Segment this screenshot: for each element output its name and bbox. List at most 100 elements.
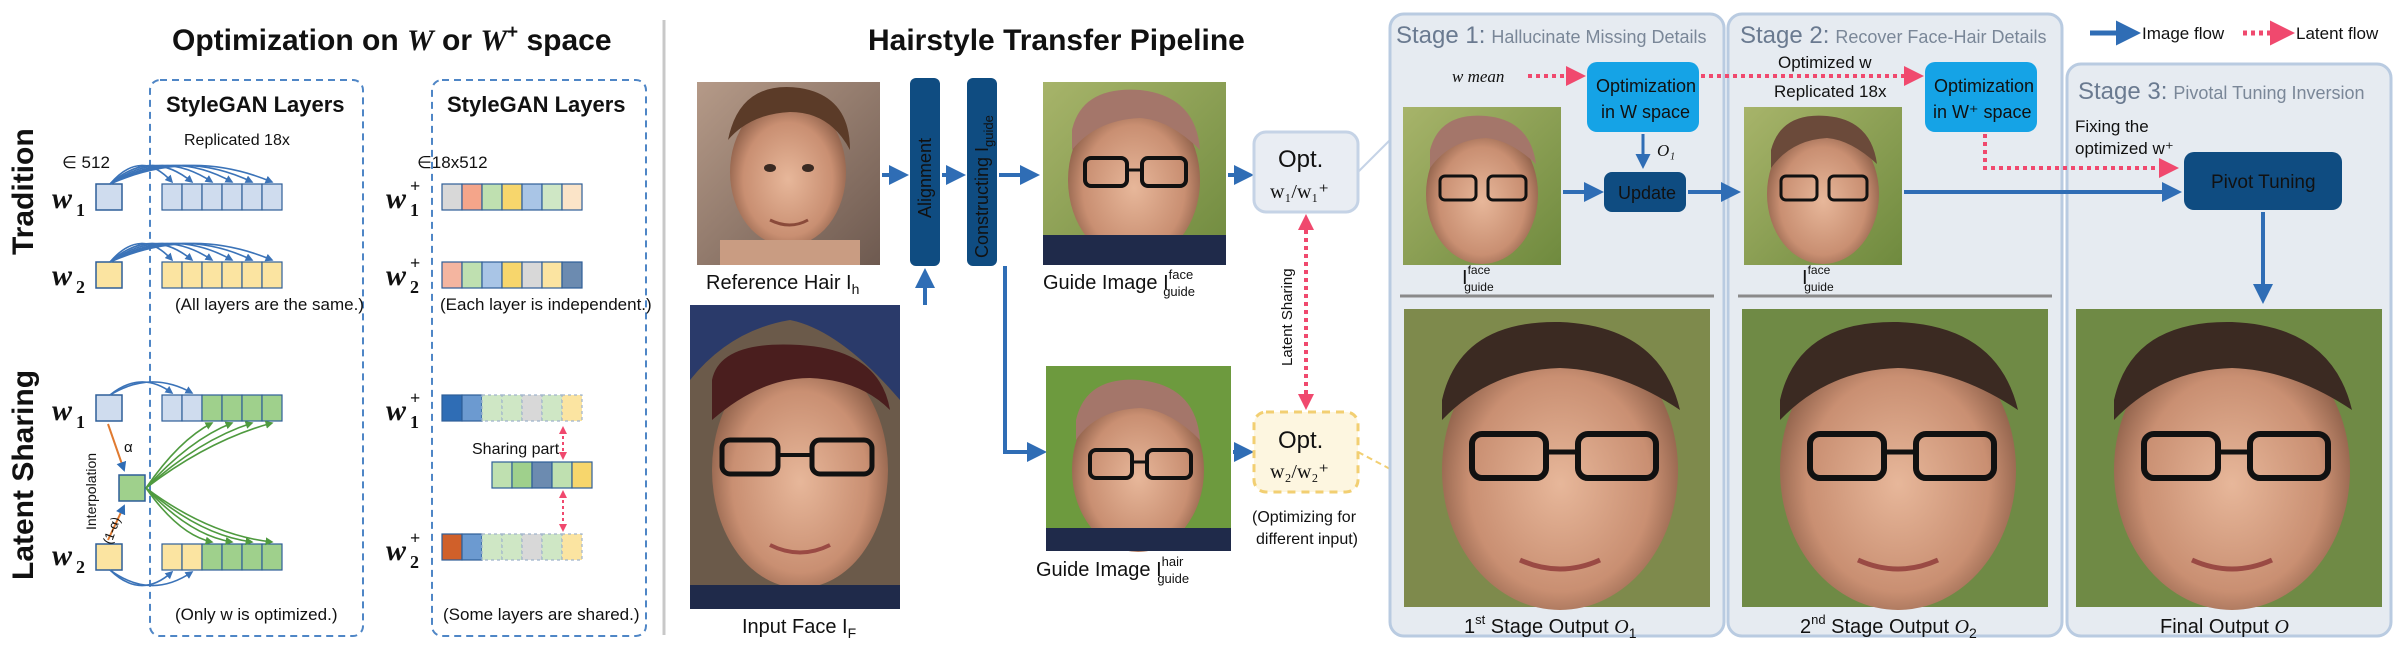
optimized-w-label: Optimized w xyxy=(1778,53,1872,72)
layer-cell xyxy=(241,394,263,422)
layer-cell xyxy=(551,461,573,489)
w1-latent-vector xyxy=(95,394,123,422)
svg-text:w: w xyxy=(386,534,407,567)
layer-cell xyxy=(221,261,243,289)
layer-cell xyxy=(201,543,223,571)
stage1-guide-image xyxy=(1403,107,1561,265)
layer-cell xyxy=(501,261,523,289)
w2-latent-label: w 2 xyxy=(52,539,85,577)
opt-in-w-box xyxy=(1587,62,1699,132)
caption-some-shared: (Some layers are shared.) xyxy=(443,605,640,624)
latent-wplus-layer-rows xyxy=(441,394,593,561)
svg-text:+: + xyxy=(410,176,420,196)
alignment-block xyxy=(910,78,940,266)
one-minus-alpha-label: (1-α) xyxy=(100,515,124,546)
reference-hair-label: Reference Hair Ih xyxy=(706,272,859,297)
constructing-label: Constructing Iguide xyxy=(972,115,996,258)
layer-cell xyxy=(511,461,533,489)
layer-cell xyxy=(261,261,283,289)
alpha-label: α xyxy=(124,439,133,456)
pivot-tuning-box xyxy=(2184,152,2342,210)
layer-cell xyxy=(561,183,583,211)
layer-cell xyxy=(261,183,283,211)
svg-text:+: + xyxy=(410,253,420,273)
layer-cell xyxy=(481,533,503,561)
update-label: Update xyxy=(1618,183,1676,203)
opt-in-w-line1: Optimization xyxy=(1596,76,1696,96)
layer-cell xyxy=(221,394,243,422)
layer-cell xyxy=(221,183,243,211)
dim-512: ∈ 512 xyxy=(62,153,110,172)
layer-cell xyxy=(541,183,563,211)
w2-tradition-label: w 2 xyxy=(52,259,85,297)
layer-cell xyxy=(241,543,263,571)
replication-arrow xyxy=(109,164,274,185)
w2plus-layer-row xyxy=(441,261,583,289)
w1-arrow xyxy=(109,381,194,396)
o1-label: O₁ xyxy=(1657,141,1675,160)
reference-hair-image xyxy=(697,82,880,265)
layer-cell xyxy=(541,394,563,422)
svg-text:w: w xyxy=(386,394,407,427)
layer-cell xyxy=(501,183,523,211)
latent-arrows xyxy=(109,381,274,587)
w2-arrow xyxy=(109,569,194,587)
layer-cell xyxy=(461,261,483,289)
input-face-image xyxy=(690,305,900,609)
guide-image-face xyxy=(1043,82,1226,265)
replication-arrow xyxy=(109,242,174,263)
arrow-construct-to-guide-hair xyxy=(1003,266,1047,462)
arrow-wplus-to-pivot xyxy=(1983,134,2179,178)
w-mean-label: w mean xyxy=(1452,67,1504,86)
layer-cell xyxy=(571,461,593,489)
opt-in-wplus-box xyxy=(1925,62,2037,132)
alpha-arrow xyxy=(107,423,127,472)
stage1-output-label: 1st Stage Output O1 xyxy=(1464,612,1637,641)
caption-only-w: (Only w is optimized.) xyxy=(175,605,337,624)
layer-cell xyxy=(481,261,503,289)
input-face-label: Input Face IF xyxy=(742,616,856,641)
opt-note-line1: (Optimizing for xyxy=(1252,509,1357,526)
svg-text:w: w xyxy=(52,182,73,215)
stage2-title: Stage 2:Recover Face-Hair Details xyxy=(1740,22,2046,49)
stylegan-frame-w xyxy=(149,79,364,637)
interpolated-vector xyxy=(118,474,146,502)
svg-text:2: 2 xyxy=(76,277,85,297)
shared-up-arrow xyxy=(145,421,254,489)
tradition-wplus-layer-rows xyxy=(441,183,583,289)
alignment-label: Alignment xyxy=(915,138,935,218)
svg-text:+: + xyxy=(410,528,420,548)
layer-cell xyxy=(441,261,463,289)
opt-note-line2: different input) xyxy=(1256,531,1358,548)
w1-tradition-label: w 1 xyxy=(52,182,85,220)
replication-arrows xyxy=(109,164,274,263)
layer-cell xyxy=(481,183,503,211)
opt1-sub: w₁/w₁⁺ xyxy=(1270,181,1329,203)
svg-text:2: 2 xyxy=(76,557,85,577)
w1plus-latent-label: w 1 + xyxy=(386,388,420,432)
dim-18x512: ∈18x512 xyxy=(417,153,488,172)
shared-layer-row xyxy=(491,461,593,489)
replication-arrow xyxy=(109,242,274,263)
constructing-block xyxy=(967,78,997,266)
one-minus-alpha-arrow xyxy=(107,504,126,541)
w1plus-label: w 1 + xyxy=(386,176,420,220)
svg-text:1: 1 xyxy=(410,200,419,220)
fixing-line1: Fixing the xyxy=(2075,117,2149,136)
stylegan-label-wplus: StyleGAN Layers xyxy=(447,92,626,117)
stage2-guide-image xyxy=(1744,107,1902,265)
layer-cell xyxy=(261,394,283,422)
svg-text:1: 1 xyxy=(410,412,419,432)
left-panel: Optimization on W or W+ space Tradition … xyxy=(7,22,652,637)
stage2-output-label: 2nd Stage Output O2 xyxy=(1800,612,1977,641)
update-box xyxy=(1604,172,1686,212)
connector-opt2 xyxy=(1357,451,1393,471)
shared-down-arrow xyxy=(145,487,214,545)
w1-latent-label: w 1 xyxy=(52,394,85,432)
replication-arrow xyxy=(109,164,194,185)
w2plus-label: w 2 + xyxy=(386,253,420,297)
layer-cell xyxy=(461,394,483,422)
replicated-label: Replicated 18x xyxy=(184,132,290,149)
layer-cell xyxy=(561,533,583,561)
